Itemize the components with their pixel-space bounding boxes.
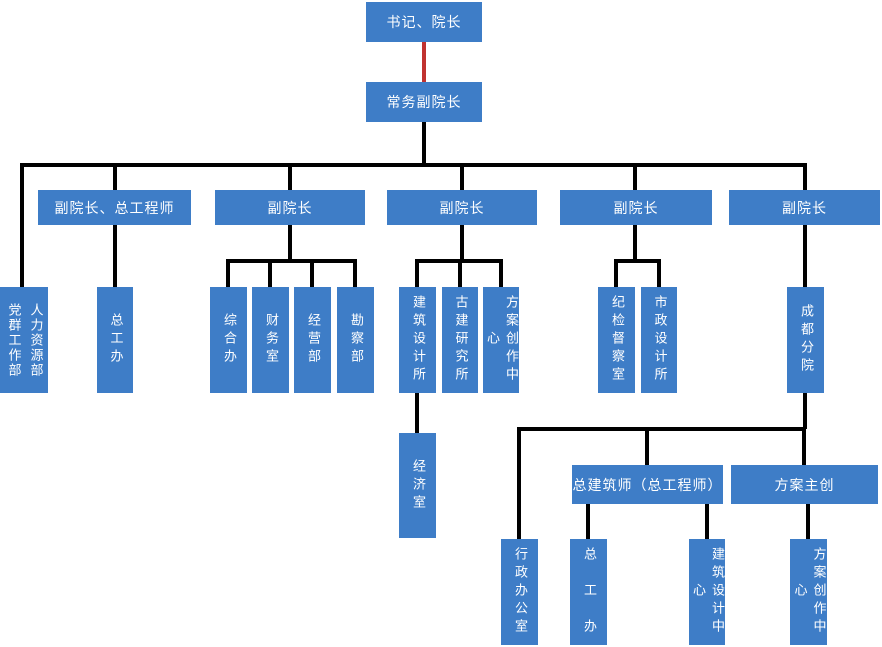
org-node-chief-architect: 总建筑师（总工程师） (572, 465, 723, 504)
connector-line (113, 225, 117, 287)
org-node-chief-engineer-office-branch: 总 工 办 (570, 539, 607, 645)
connector-line (353, 259, 357, 287)
org-node-architectural-design-institute: 建筑设计所 (399, 287, 436, 393)
org-node-general-office: 综合办 (210, 287, 247, 393)
connector-line (802, 427, 806, 465)
connector-line (645, 427, 649, 465)
org-node-ancient-architecture-research-institute: 古建研究所 (442, 287, 478, 393)
org-node-chief-engineer-office: 总工办 (97, 287, 133, 393)
connector-line (268, 259, 272, 287)
connector-line (499, 259, 503, 287)
org-node-chengdu-branch: 成都分院 (787, 287, 824, 393)
connector-line (517, 427, 521, 539)
org-node-vice-dean-2: 副院长 (387, 190, 537, 225)
connector-line (310, 259, 314, 287)
connector-line (288, 225, 292, 261)
org-node-party-mass-hr-dept: 党群工作部 人力资源部 (0, 287, 48, 393)
connector-line (20, 163, 24, 287)
connector-line (458, 259, 462, 287)
connector-line (415, 393, 419, 433)
connector-line (803, 163, 807, 190)
org-node-vice-dean-chief-engineer: 副院长、总工程师 (38, 190, 191, 225)
connector-line (460, 225, 464, 261)
org-node-scheme-creation-center: 方案创作中心 (483, 287, 519, 393)
org-node-executive-vice-dean: 常务副院长 (366, 82, 482, 122)
org-node-scheme-creation-center-branch: 方案创作中心 (790, 539, 827, 645)
connector-line (586, 504, 590, 539)
connector-line (657, 259, 661, 287)
connector-line (803, 393, 807, 429)
org-node-vice-dean-1: 副院长 (215, 190, 365, 225)
org-node-vice-dean-4: 副院长 (729, 190, 880, 225)
connector-line (633, 163, 637, 190)
org-node-municipal-design-institute: 市政设计所 (641, 287, 677, 393)
connector-line (288, 163, 292, 190)
org-node-secretary-dean: 书记、院长 (366, 2, 482, 42)
connector-line (806, 504, 810, 539)
org-node-economics-office: 经济室 (399, 433, 436, 538)
connector-line (803, 225, 807, 287)
org-node-survey-dept: 勘察部 (337, 287, 374, 393)
org-node-vice-dean-3: 副院长 (560, 190, 712, 225)
org-node-scheme-lead: 方案主创 (731, 465, 878, 504)
connector-line (226, 259, 357, 263)
org-node-architectural-design-center: 建筑设计中心 (689, 539, 725, 645)
connector-line (113, 163, 117, 190)
org-node-operations-dept: 经营部 (294, 287, 331, 393)
connector-line (517, 427, 806, 431)
connector-line (415, 259, 419, 287)
org-node-discipline-inspection-office: 纪检督察室 (598, 287, 635, 393)
org-node-finance-office: 财务室 (252, 287, 289, 393)
org-node-label-hr-dept: 人力资源部 (27, 302, 43, 378)
connector-line (614, 259, 618, 287)
connector-line (633, 225, 637, 261)
connector-line (422, 122, 426, 165)
connector-line (614, 259, 661, 263)
connector-line (460, 163, 464, 190)
connector-line (705, 504, 709, 539)
red-connector-line (422, 42, 426, 82)
connector-line (226, 259, 230, 287)
org-node-admin-office: 行政办公室 (501, 539, 538, 645)
org-node-label-party-mass-dept: 党群工作部 (5, 302, 21, 378)
connector-line (20, 163, 807, 167)
